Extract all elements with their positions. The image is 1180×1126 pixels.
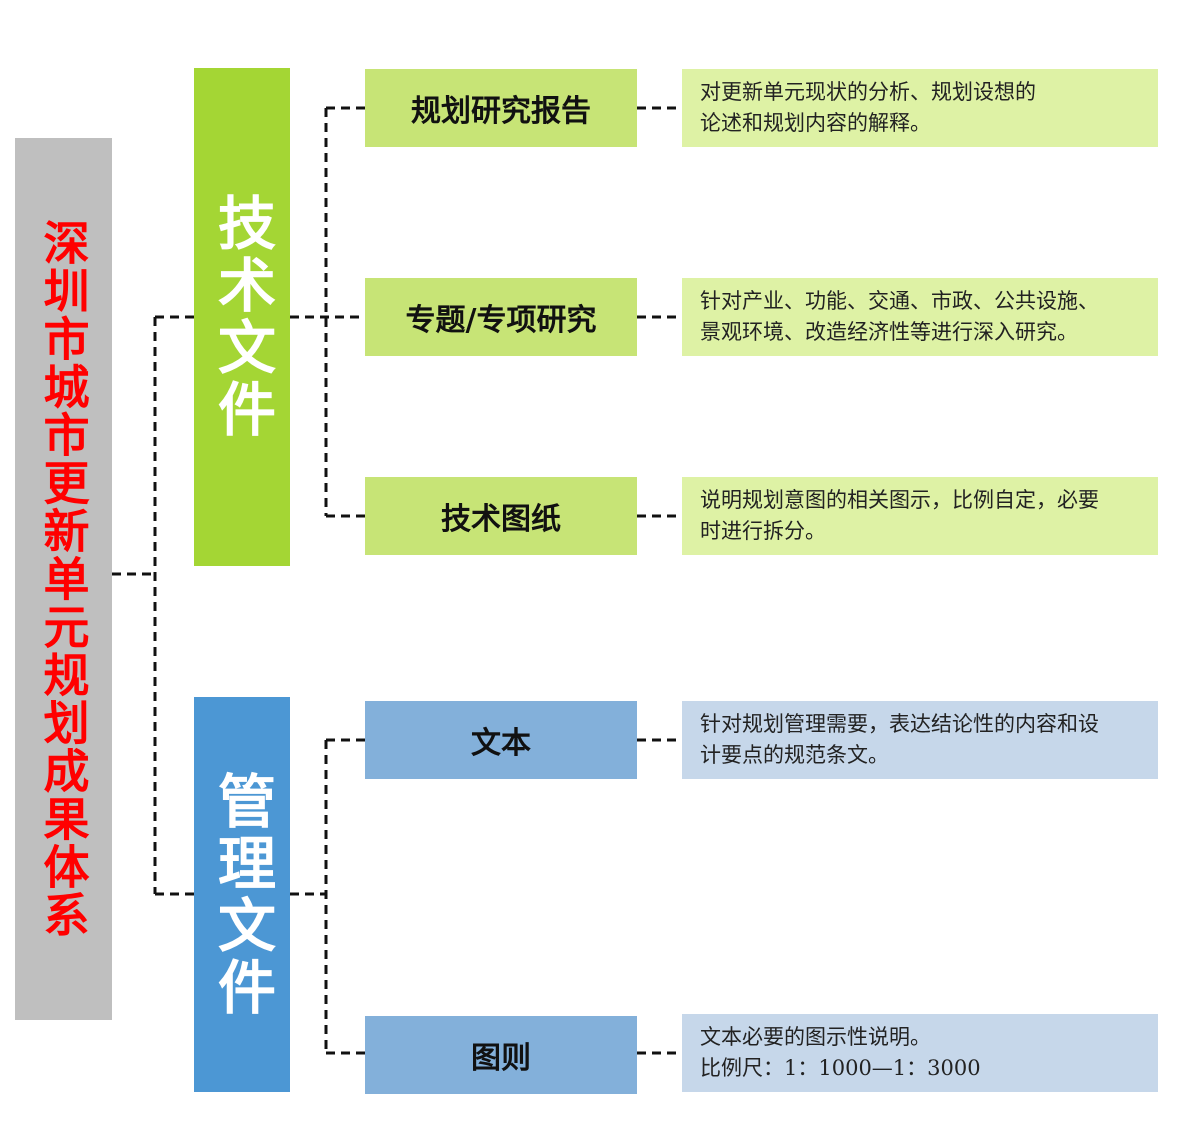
- desc-research-report: 对更新单元现状的分析、规划设想的 论述和规划内容的解释。: [682, 69, 1158, 147]
- desc-line: 计要点的规范条文。: [700, 743, 889, 767]
- root-title: 深圳市城市更新单元规划成果体系: [36, 219, 91, 939]
- item-label: 技术图纸: [441, 502, 561, 537]
- item-label: 规划研究报告: [411, 94, 591, 129]
- desc-line: 对更新单元现状的分析、规划设想的: [700, 80, 1036, 104]
- item-label: 专题/专项研究: [405, 303, 597, 338]
- category-title: 管理文件: [208, 770, 276, 1019]
- category-management-files: 管理文件: [194, 697, 290, 1092]
- desc-line: 时进行拆分。: [700, 519, 826, 543]
- item-label: 文本: [471, 726, 531, 761]
- desc-line: 说明规划意图的相关图示，比例自定，必要: [700, 488, 1099, 512]
- category-technical-files: 技术文件: [194, 68, 290, 566]
- item-text: 文本: [365, 701, 637, 779]
- desc-line: 论述和规划内容的解释。: [700, 111, 931, 135]
- desc-line: 景观环境、改造经济性等进行深入研究。: [700, 320, 1078, 344]
- desc-text: 针对规划管理需要，表达结论性的内容和设 计要点的规范条文。: [682, 701, 1158, 779]
- item-plan-map: 图则: [365, 1016, 637, 1094]
- item-technical-drawings: 技术图纸: [365, 477, 637, 555]
- desc-technical-drawings: 说明规划意图的相关图示，比例自定，必要 时进行拆分。: [682, 477, 1158, 555]
- desc-plan-map: 文本必要的图示性说明。 比例尺：1：1000—1：3000: [682, 1014, 1158, 1092]
- item-research-report: 规划研究报告: [365, 69, 637, 147]
- desc-line: 针对规划管理需要，表达结论性的内容和设: [700, 712, 1099, 736]
- desc-special-topic-study: 针对产业、功能、交通、市政、公共设施、 景观环境、改造经济性等进行深入研究。: [682, 278, 1158, 356]
- desc-line: 文本必要的图示性说明。: [700, 1025, 931, 1049]
- desc-line: 比例尺：1：1000—1：3000: [700, 1056, 981, 1080]
- root-node: 深圳市城市更新单元规划成果体系: [15, 138, 112, 1020]
- item-label: 图则: [471, 1041, 531, 1076]
- category-title: 技术文件: [208, 193, 276, 441]
- desc-line: 针对产业、功能、交通、市政、公共设施、: [700, 289, 1099, 313]
- item-special-topic-study: 专题/专项研究: [365, 278, 637, 356]
